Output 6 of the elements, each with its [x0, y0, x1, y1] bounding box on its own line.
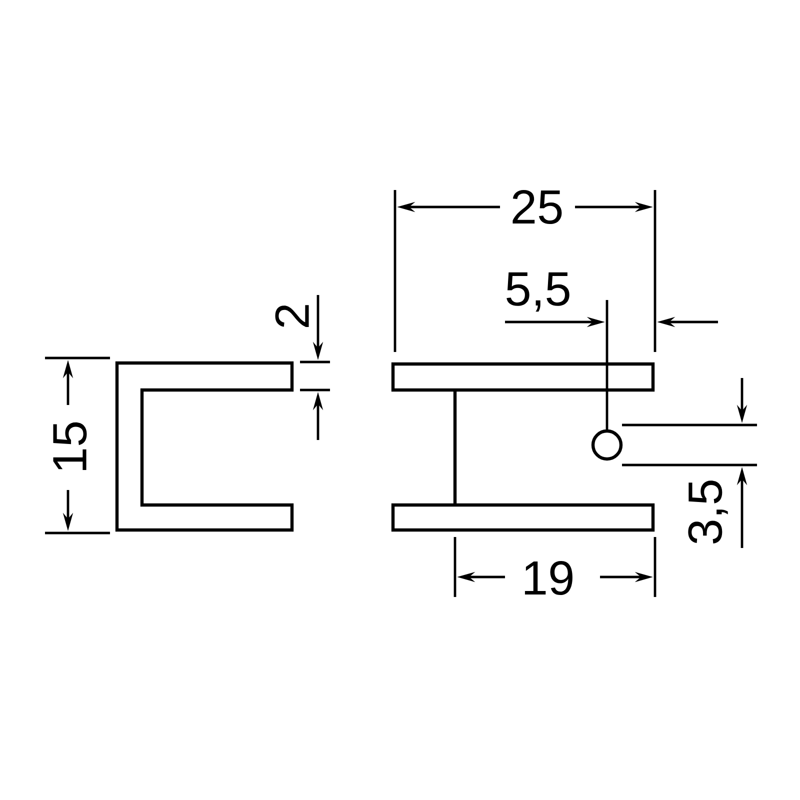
dimension-label: 2	[275, 305, 309, 327]
dimension-label: 3,5	[688, 480, 728, 544]
dimension-label: 5,5	[506, 272, 570, 312]
dimension-label: 19	[524, 561, 572, 595]
dimension-label: 25	[512, 190, 562, 224]
dimension-label: 15	[53, 422, 87, 470]
